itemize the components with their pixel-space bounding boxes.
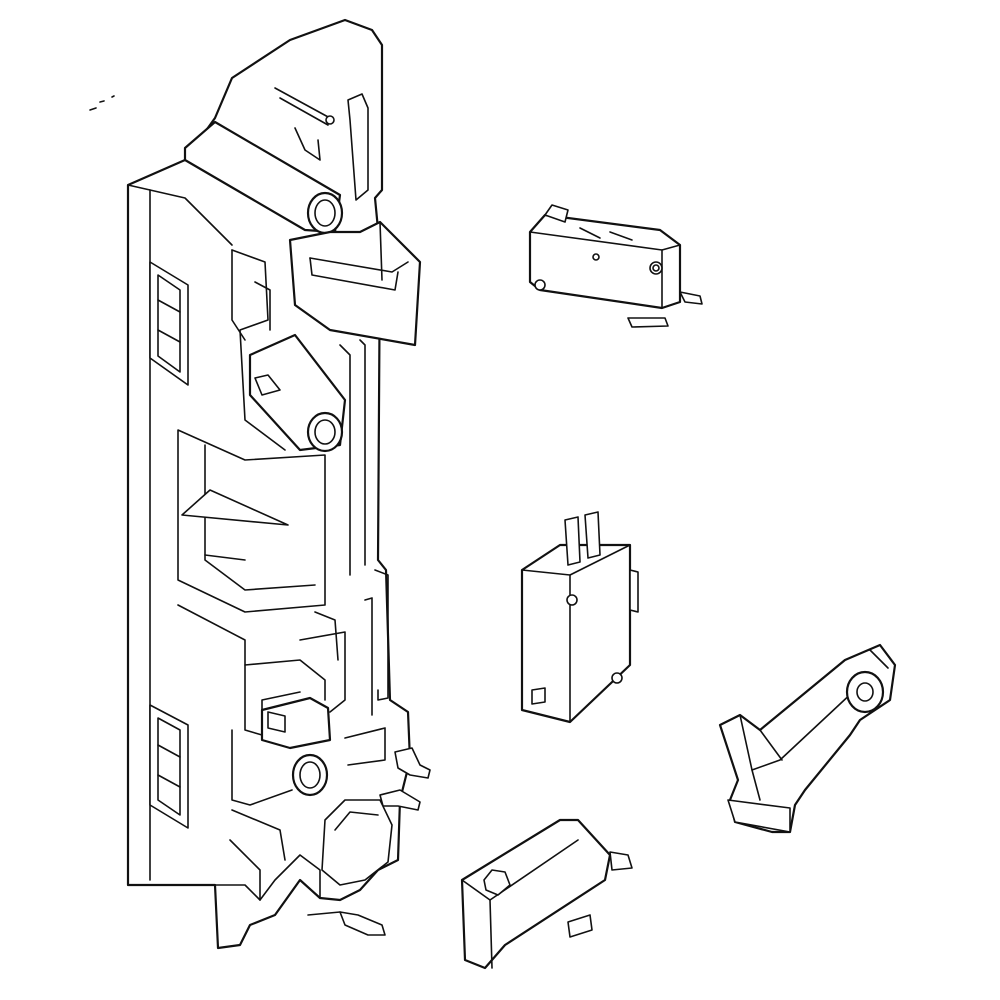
switch-upper-terminal-b xyxy=(627,317,669,328)
switch-upper-actuator xyxy=(544,204,569,223)
bottom-clip xyxy=(339,911,386,936)
micro-switch-lower xyxy=(460,818,633,970)
micro-switch-upper xyxy=(528,204,703,328)
switch-lower-body xyxy=(460,818,612,970)
lower-pivot-hole xyxy=(291,753,329,797)
bottom-oval-opening xyxy=(321,799,393,886)
stray-marks xyxy=(89,95,115,111)
switch-middle-body xyxy=(520,543,632,724)
switch-middle-terminal-a xyxy=(564,516,581,566)
switch-middle-terminal-b xyxy=(584,511,601,559)
switch-upper-body xyxy=(528,213,682,310)
middle-pivot-hole xyxy=(306,411,344,453)
latch-lever xyxy=(718,643,897,834)
interlock-switch-middle xyxy=(520,511,639,724)
top-pivot-hole xyxy=(306,191,344,235)
latch-bracket-assembly xyxy=(126,18,431,950)
switch-lower-actuator xyxy=(483,869,511,896)
lower-window xyxy=(149,704,189,829)
latch-lever-tab xyxy=(727,799,791,833)
lower-latch-block xyxy=(260,696,332,750)
switch-upper-terminal-a xyxy=(679,291,703,305)
latch-lever-pivot xyxy=(845,670,885,714)
upper-window xyxy=(149,261,189,386)
switch-lower-terminal xyxy=(609,851,633,871)
